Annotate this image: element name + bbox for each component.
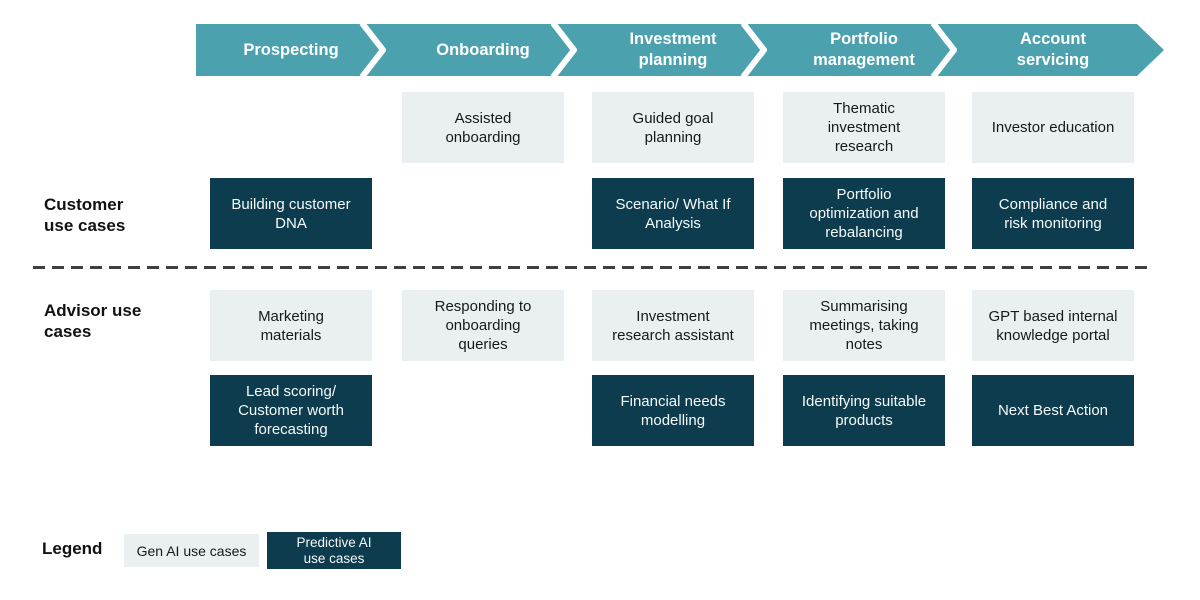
use-case-financial-needs-modelling: Financial needs modelling <box>592 375 754 446</box>
use-case-investment-research-assistant: Investment research assistant <box>592 290 754 361</box>
use-case-gpt-knowledge-portal: GPT based internal knowledge portal <box>972 290 1134 361</box>
use-case-identifying-suitable-products: Identifying suitable products <box>783 375 945 446</box>
chevron-right-icon <box>739 24 767 76</box>
stage-prospecting: Prospecting <box>243 40 339 59</box>
use-case-responding-onboarding-queries: Responding to onboarding queries <box>402 290 564 361</box>
use-case-assisted-onboarding: Assisted onboarding <box>402 92 564 163</box>
advisor-use-cases-label: Advisor use cases <box>44 301 142 341</box>
use-case-summarising-meetings-notes: Summarising meetings, taking notes <box>783 290 945 361</box>
stage-portfolio-management: Portfolio management <box>813 30 915 69</box>
use-case-compliance-risk-monitoring: Compliance and risk monitoring <box>972 178 1134 249</box>
use-case-thematic-investment-research: Thematic investment research <box>783 92 945 163</box>
use-case-guided-goal-planning: Guided goal planning <box>592 92 754 163</box>
chevron-right-icon <box>929 24 957 76</box>
chevron-right-icon <box>358 24 386 76</box>
stage-account-servicing: Account servicing <box>1016 30 1090 69</box>
legend-title: Legend <box>42 539 103 558</box>
stage-band: Prospecting Onboarding Investment planni… <box>196 24 1164 76</box>
chevron-right-icon <box>549 24 577 76</box>
use-case-lead-scoring-forecasting: Lead scoring/ Customer worth forecasting <box>210 375 372 446</box>
stage-investment-planning: Investment planning <box>629 30 717 69</box>
use-case-investor-education: Investor education <box>972 92 1134 163</box>
legend-predictive-ai-swatch: Predictive AI use cases <box>267 532 401 569</box>
legend-gen-ai-swatch: Gen AI use cases <box>124 534 259 567</box>
section-divider <box>33 266 1149 269</box>
use-case-scenario-what-if-analysis: Scenario/ What If Analysis <box>592 178 754 249</box>
use-case-building-customer-dna: Building customer DNA <box>210 178 372 249</box>
use-case-marketing-materials: Marketing materials <box>210 290 372 361</box>
use-case-portfolio-optimization-rebalancing: Portfolio optimization and rebalancing <box>783 178 945 249</box>
customer-use-cases-label: Customer use cases <box>44 195 126 235</box>
stage-onboarding: Onboarding <box>436 40 530 59</box>
use-case-next-best-action: Next Best Action <box>972 375 1134 446</box>
